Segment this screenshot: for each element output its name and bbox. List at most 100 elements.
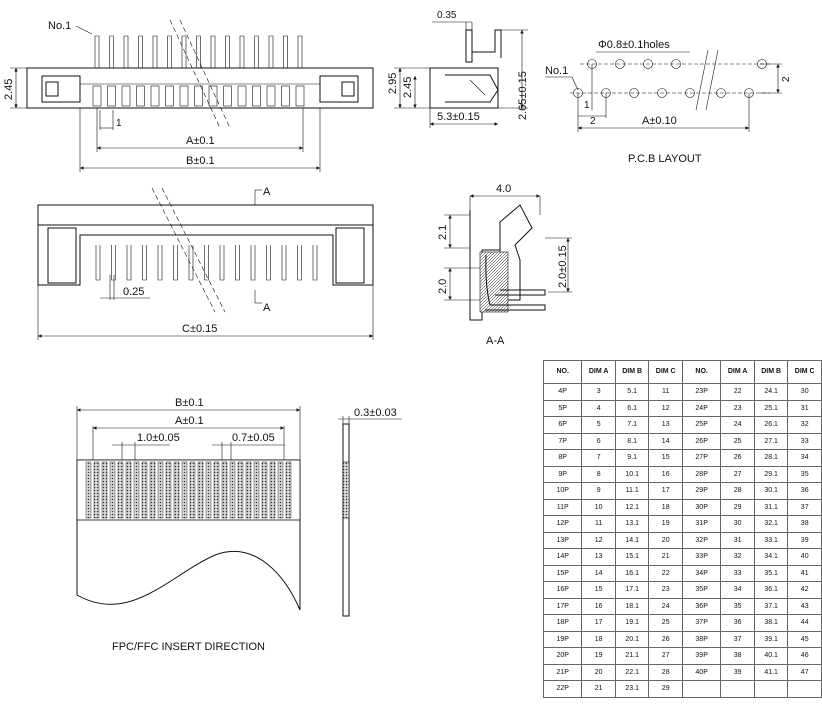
fpc-finger (205, 461, 212, 519)
fpc-finger (237, 461, 244, 519)
table-cell: 11.1 (614, 482, 650, 500)
fpc-view: B±0.1 A±0.1 1.0±0.05 0.7±0.05 0.3±0.03 F… (76, 397, 402, 653)
table-cell: 21 (648, 548, 683, 566)
front-slot (281, 85, 290, 107)
front-slot (92, 85, 102, 107)
table-cell: 29 (720, 498, 755, 516)
table-header: NO. (681, 360, 722, 384)
table-cell: 12 (648, 399, 683, 417)
table-cell: 36P (681, 597, 722, 615)
table-cell: 13 (648, 416, 683, 434)
section-a-top: A (263, 186, 271, 198)
bottom-contact (157, 245, 163, 281)
table-cell: 21.1 (614, 647, 650, 665)
table-cell: 39 (787, 531, 822, 549)
top-pin (94, 35, 100, 68)
no1-label: No.1 (48, 20, 71, 32)
table-cell: 4P (542, 383, 583, 401)
bottom-contact (219, 245, 225, 281)
table-cell: 40.1 (753, 647, 789, 665)
table-cell: 31 (720, 531, 755, 549)
front-slot (179, 85, 189, 107)
table-cell: 24 (648, 597, 683, 615)
table-cell: 38 (720, 647, 755, 665)
table-cell: 4 (581, 399, 616, 417)
table-cell: 34.1 (753, 548, 789, 566)
table-cell: 25P (681, 416, 722, 434)
table-cell: 30 (787, 383, 822, 401)
top-pin (239, 35, 245, 68)
bottom-contact (250, 245, 256, 281)
front-view: No.1 2.45 1 A±0.1 B±0.1 (3, 19, 374, 172)
table-cell: 32 (787, 416, 822, 434)
table-cell: 19P (542, 630, 583, 648)
pcb-title: P.C.B LAYOUT (628, 153, 702, 165)
table-cell: 12.1 (614, 498, 650, 516)
table-cell: 31.1 (753, 498, 789, 516)
fpc-finger (109, 461, 116, 519)
section-a-bot: A (263, 302, 271, 314)
fpc-finger (165, 461, 172, 519)
break-line (151, 187, 216, 313)
bottom-contact (266, 245, 271, 281)
table-cell: 8.1 (614, 432, 650, 450)
dim-035: 0.35 (437, 10, 457, 21)
table-cell: 27 (720, 465, 755, 483)
table-cell: 8 (581, 465, 616, 483)
dim-295: 2.95 (387, 73, 399, 94)
aa-title: A-A (486, 335, 505, 347)
detail-line (469, 79, 486, 96)
top-pin (167, 35, 172, 68)
front-slot (252, 85, 261, 107)
table-cell: 28P (681, 465, 722, 483)
table-cell: 3 (581, 383, 616, 401)
fpc-finger (229, 461, 236, 519)
dimension-table: NO. DIM A DIM B DIM C NO. DIM A DIM B DI… (542, 360, 822, 698)
pcb-hole (716, 88, 726, 98)
front-slot (208, 85, 218, 107)
dim-20v: 2.0 (437, 279, 449, 294)
pcb-dim-2h: 2 (590, 116, 596, 127)
table-cell: 41.1 (753, 663, 789, 681)
fpc-finger (285, 461, 292, 519)
table-cell: 17 (581, 614, 616, 632)
table-cell: 17 (648, 482, 683, 500)
table-cell: 18P (542, 614, 583, 632)
table-header: DIM B (614, 360, 650, 384)
table-cell: 18 (648, 498, 683, 516)
table-header: DIM A (720, 360, 755, 384)
top-pin (254, 35, 259, 68)
fpc-finger-group (85, 461, 292, 519)
fpc-finger (253, 461, 260, 519)
table-cell: 33P (681, 548, 722, 566)
side-housing-inner (445, 74, 499, 103)
table-header: DIM A (581, 360, 616, 384)
table-cell: 43 (787, 597, 822, 615)
front-slot (266, 85, 276, 107)
table-cell: 34 (720, 581, 755, 599)
fpc-finger (181, 461, 188, 519)
table-cell: 19 (581, 647, 616, 665)
right-latch (319, 75, 359, 103)
fpc-dim-07: 0.7±0.05 (232, 432, 275, 444)
top-pin (109, 35, 114, 68)
table-cell: 38P (681, 630, 722, 648)
fpc-finger (261, 461, 268, 519)
front-slot (107, 85, 116, 107)
front-slot (121, 85, 131, 107)
holes-label: Φ0.8±0.1holes (598, 39, 670, 51)
pcb-hole (643, 59, 653, 69)
table-cell: 32P (681, 531, 722, 549)
fpc-finger (277, 461, 284, 519)
break-line (169, 19, 221, 129)
bottom-contact (95, 245, 101, 281)
table-cell: 17P (542, 597, 583, 615)
table-cell: 26.1 (753, 416, 789, 434)
bottom-contact (173, 245, 178, 281)
table-cell: 5.1 (614, 383, 650, 401)
table-cell: 6P (542, 416, 583, 434)
